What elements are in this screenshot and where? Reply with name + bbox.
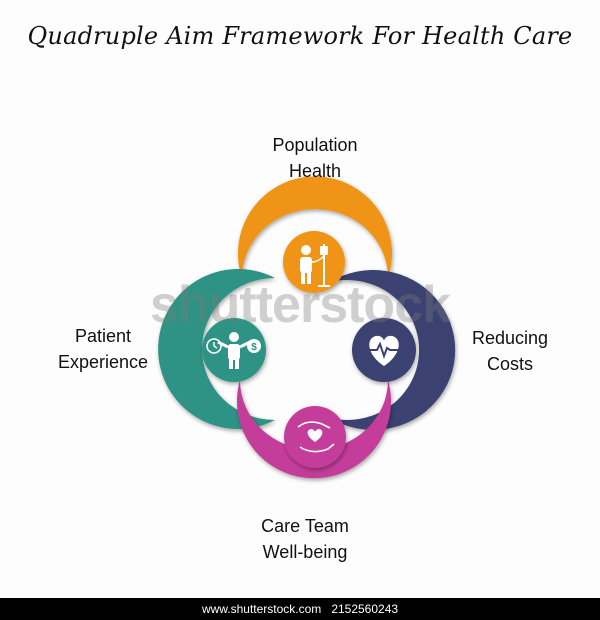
four-ring-diagram: $ (158, 176, 456, 479)
page-title: Quadruple Aim Framework For Health Care (27, 22, 573, 50)
watermark: shutterstock (149, 276, 451, 334)
balance-time-money-icon: $ (206, 332, 261, 369)
node-care-team-wellbeing (284, 406, 346, 468)
footer-bar: www.shutterstock.com 2152560243 (0, 598, 600, 620)
patient-iv-icon (300, 244, 330, 287)
footer-image-id: 2152560243 (331, 602, 399, 616)
node-patient-experience: $ (202, 318, 266, 382)
ring-care-team-wellbeing (236, 380, 391, 479)
ring-population-health (237, 176, 392, 278)
footer-site[interactable]: www.shutterstock.com (201, 602, 322, 616)
ring-reducing-costs (330, 270, 456, 430)
node-population-health (283, 231, 345, 293)
hands-heart-icon (297, 421, 335, 453)
node-reducing-costs (352, 318, 416, 382)
ring-patient-experience (158, 269, 275, 429)
diagram-frame (0, 0, 600, 598)
heart-pulse-icon (368, 335, 400, 366)
svg-text:$: $ (251, 342, 257, 353)
